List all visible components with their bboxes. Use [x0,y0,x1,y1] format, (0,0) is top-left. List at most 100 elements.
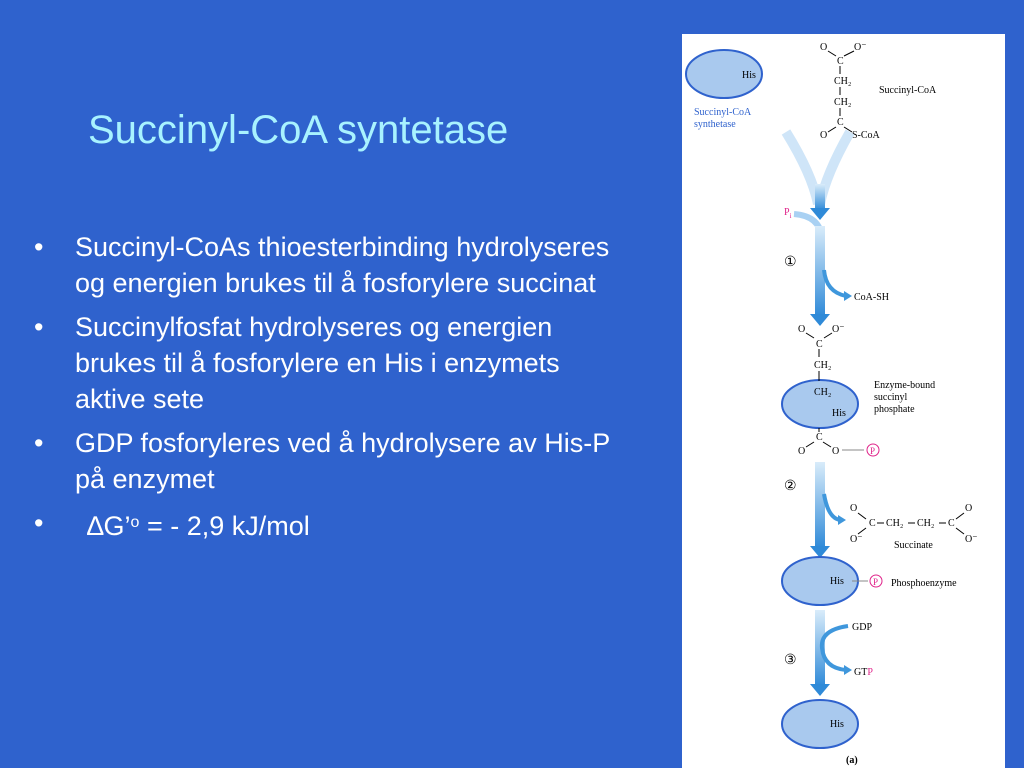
main-arrow-shaft [815,184,825,210]
intermediate-label-line3: phosphate [874,404,915,415]
atom-c: C [948,518,955,529]
succinate-label: Succinate [894,540,933,551]
coa-sh-arrow [822,269,847,298]
step-1-marker: ① [784,255,797,270]
enzyme-top: His Succinyl-CoA synthetase [685,49,763,130]
coa-sh-label: CoA-SH [854,292,889,303]
phosphate-label: P [873,577,878,587]
atom-c: C [816,339,823,350]
arrow-head [810,684,830,696]
bullet-item-thioester: • Succinyl-CoAs thioesterbinding hydroly… [34,229,634,301]
bond [955,527,965,535]
atom-o: O [832,446,839,457]
final-his-label: His [830,719,844,730]
atom-o: O [820,42,827,53]
bond [843,126,853,133]
atom-o: O [798,324,805,335]
delta-g-value: = - 2,9 kJ/mol [139,511,310,541]
atom-o: O [850,503,857,514]
bullet-text: GDP fosforyleres ved å hydrolysere av Hi… [75,428,610,494]
bond [843,50,855,57]
enzyme-final [781,699,859,749]
enzyme-his-label: His [742,70,756,81]
reaction-diagram: His Succinyl-CoA synthetase O O⁻ C CH₂ C… [685,42,978,766]
bullet-item-succinylphosphate: • Succinylfosfat hydrolyseres og energie… [34,309,634,417]
bullet-marker: • [34,508,44,538]
enzyme-name-line2: synthetase [694,119,736,130]
atom-o: O [820,130,827,141]
step-3-marker: ③ [784,653,797,668]
atom-o-minus: O⁻ [854,42,867,53]
panel-label: (a) [846,755,858,766]
bond [805,441,815,448]
delta-g-text: ∆G’o = - 2,9 kJ/mol [75,511,310,541]
atom-c: C [869,518,876,529]
arrow-head [810,546,830,558]
atom-o-minus: O⁻ [965,534,978,545]
phosphate-symbol [866,443,880,457]
gdp-label: GDP [852,622,872,633]
bond [822,441,832,448]
atom-c: C [837,56,844,67]
arrow-head [838,515,846,525]
bond [857,512,867,520]
succinate-arrow [822,493,841,522]
succinyl-coa-label: Succinyl-CoA [879,85,937,96]
bond [827,50,837,57]
gtp-label: GTP [854,667,873,678]
bond [805,332,815,339]
group-ch2: CH₂ [814,387,831,398]
pi-label: Pi [784,207,792,220]
group-ch2: CH₂ [834,76,851,87]
phosphoenzyme-label: Phosphoenzyme [891,578,957,589]
phosphoenzyme [781,556,859,606]
atom-c: C [837,117,844,128]
reaction-figure: His Succinyl-CoA synthetase O O⁻ C CH₂ C… [682,34,1005,768]
intermediate-label-line2: succinyl [874,392,908,403]
bullet-marker: • [34,428,44,458]
slide-title: Succinyl-CoA syntetase [88,108,509,152]
enzyme-shape [685,49,763,99]
bullet-item-delta-g: • ∆G’o = - 2,9 kJ/mol [34,505,634,544]
bullet-text: Succinyl-CoAs thioesterbinding hydrolyse… [75,232,610,298]
atom-c: C [816,432,823,443]
atom-o-minus: O⁻ [832,324,845,335]
bullet-item-gdp: • GDP fosforyleres ved å hydrolysere av … [34,425,634,497]
group-ch2: CH₂ [917,518,934,529]
delta-g-symbol: ∆G’ [87,511,131,541]
arrow-head [810,314,830,326]
bond [955,512,965,520]
arrow-head [810,208,830,220]
group-ch2: CH₂ [886,518,903,529]
bond [857,527,867,535]
delta-g-superscript: o [130,514,140,531]
succinyl-phosphate-structure: O O⁻ C CH₂ CH₂ His C O O Enzyme-bound su… [798,324,935,457]
phosphate-label: P [870,446,875,456]
bullet-text: Succinylfosfat hydrolyseres og energien … [75,312,560,414]
succinate-structure: O O⁻ C CH₂ CH₂ C O O⁻ Succinate [850,503,978,551]
atom-o: O [965,503,972,514]
group-ch2: CH₂ [814,360,831,371]
atom-o: O [798,446,805,457]
step-2-marker: ② [784,479,797,494]
group-s-coa: S-CoA [852,130,881,141]
enzyme-intermediate [781,379,859,429]
bond [823,332,833,339]
arrow-head [844,665,852,675]
group-ch2: CH₂ [834,97,851,108]
intermediate-label-line1: Enzyme-bound [874,380,935,391]
atom-o-minus: O⁻ [850,534,863,545]
his-label: His [832,408,846,419]
bullet-list: • Succinyl-CoAs thioesterbinding hydroly… [34,229,634,552]
step2-arrow-shaft [815,462,825,548]
arrow-head [844,291,852,301]
step1-arrow-shaft [815,226,825,316]
bullet-marker: • [34,312,44,342]
bond [827,126,837,133]
phosphoenzyme-his-label: His [830,576,844,587]
gdp-gtp-arrow [819,624,849,672]
enzyme-name-line1: Succinyl-CoA [694,107,752,118]
succinyl-coa-structure: O O⁻ C CH₂ CH₂ C O S-CoA Succinyl-CoA [820,42,937,141]
merge-arrow [781,129,823,206]
bullet-marker: • [34,232,44,262]
